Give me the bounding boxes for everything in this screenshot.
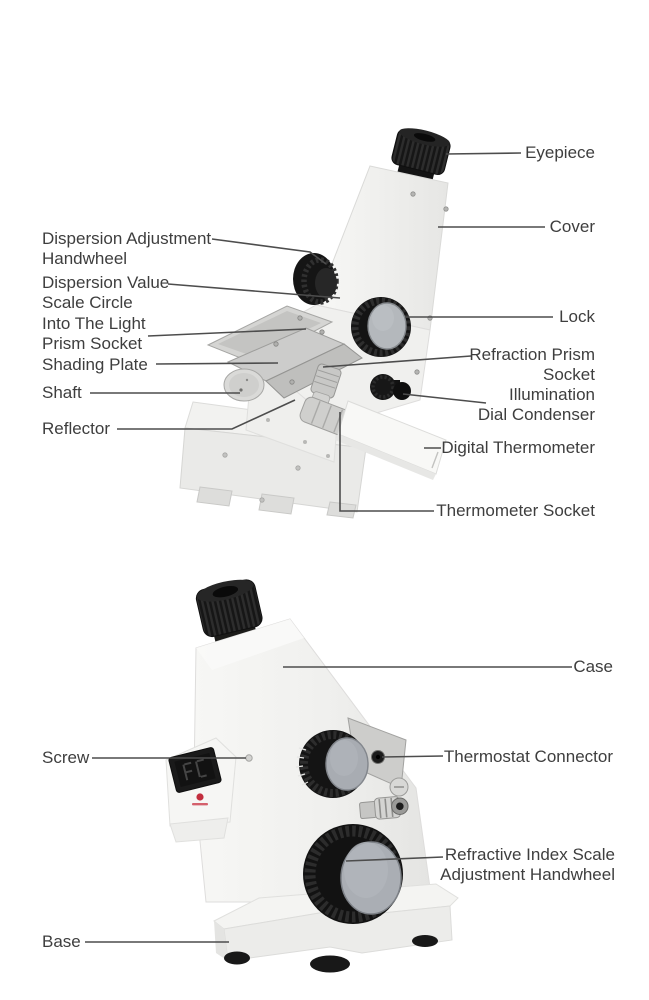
label-refraction-prism-socket: Refraction Prism Socket <box>469 345 595 384</box>
refractive-index-handwheel <box>303 824 403 924</box>
dispersion-handwheel-knob <box>293 253 339 305</box>
bracket-part <box>265 343 363 399</box>
label-dispersion-adjustment-handwheel: Dispersion Adjustment Handwheel <box>42 229 212 268</box>
label-screw: Screw <box>42 748 90 767</box>
hose-nipple-fitting <box>359 796 409 820</box>
label-into-the-light-prism-socket: Into The Light Prism Socket <box>42 314 146 353</box>
leader-into-the-light-prism-socket <box>147 328 307 337</box>
lock-knob <box>351 297 411 357</box>
label-digital-thermometer: Digital Thermometer <box>441 438 595 457</box>
label-case: Case <box>573 657 613 676</box>
label-illumination-dial-condenser: Illumination Dial Condenser <box>477 385 595 424</box>
screw-dot <box>245 754 253 762</box>
label-eyepiece: Eyepiece <box>525 143 595 162</box>
label-thermometer-socket: Thermometer Socket <box>436 501 595 520</box>
leader-thermometer-socket <box>339 412 434 512</box>
leader-eyepiece <box>445 152 522 155</box>
prism-assembly <box>206 305 363 408</box>
digital-thermometer-probe <box>335 400 447 480</box>
illumination-dial-condenser-knob <box>370 374 411 400</box>
label-lock: Lock <box>559 307 595 326</box>
brand-logo <box>196 793 204 801</box>
label-reflector: Reflector <box>42 419 111 438</box>
label-shaft: Shaft <box>42 383 82 402</box>
leader-illumination-dial-condenser <box>402 393 487 404</box>
instrument-top-view <box>179 128 451 519</box>
leader-thermostat-connector <box>381 755 444 758</box>
leader-shading-plate <box>155 362 279 365</box>
label-shading-plate: Shading Plate <box>42 355 148 374</box>
label-cover: Cover <box>549 217 595 236</box>
refraction-prism-socket-fitting <box>310 363 342 408</box>
leader-lines <box>85 152 572 943</box>
thermometer-display-unit <box>165 737 237 843</box>
label-refractive-index-scale-adjustment-handwheel: Refractive Index Scale Adjustment Handwh… <box>440 845 615 884</box>
label-base: Base <box>42 932 81 951</box>
leader-refractive-index-handwheel <box>345 856 444 862</box>
leader-dispersion-value-scale-circle <box>167 283 341 299</box>
label-thermostat-connector: Thermostat Connector <box>443 747 613 766</box>
label-dispersion-value-scale-circle: Dispersion Value Scale Circle <box>42 273 170 312</box>
dispersion-scale-knob <box>295 730 369 798</box>
leader-reflector <box>117 399 296 430</box>
shaft-dot <box>239 388 243 392</box>
leader-refraction-prism-socket <box>322 355 472 368</box>
instrument-bottom-view <box>165 579 459 973</box>
leader-dispersion-adjustment-handwheel <box>211 238 327 265</box>
